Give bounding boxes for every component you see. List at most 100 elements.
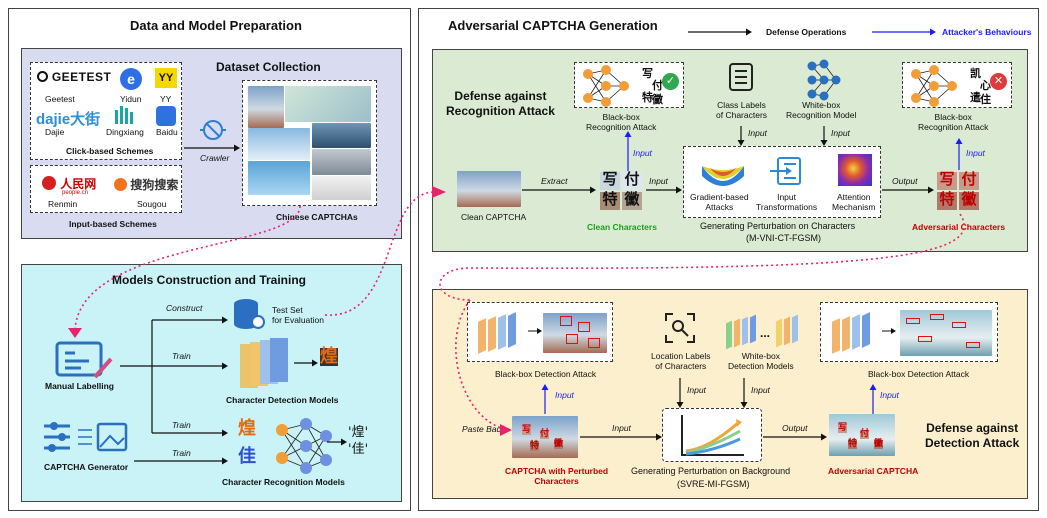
background-perturbation-box — [662, 408, 762, 462]
pink-arrowhead — [68, 328, 82, 338]
models-flow-lines — [120, 316, 228, 465]
geetest-logo: GEETEST — [37, 70, 111, 84]
check-icon: ✓ — [662, 73, 679, 90]
adversarial-captcha-char: 黴 — [874, 439, 884, 449]
left-panel-title: Data and Model Preparation — [130, 18, 302, 33]
false-detection-box — [918, 336, 932, 342]
whitebox-det-to-generator-arrow — [740, 378, 748, 408]
extract-label: Extract — [541, 176, 568, 186]
misdetected-captcha-image — [900, 310, 992, 356]
right-panel-title: Adversarial CAPTCHA Generation — [448, 18, 658, 33]
recognition-output-text: '煌' '佳' — [348, 425, 369, 457]
background-perturbation-label: Generating Perturbation on Background — [631, 466, 791, 476]
crawler-icon — [200, 120, 226, 140]
character-perturbation-label: Generating Perturbation on Characters — [700, 221, 856, 231]
detection-box — [560, 316, 572, 326]
provider-baidu: Baidu — [156, 127, 178, 137]
manual-labelling-icon — [55, 341, 113, 379]
detection-box — [578, 322, 590, 332]
clean-characters-label: Clean Characters — [587, 222, 657, 232]
detection-defense-title: Defense against Detection Attack — [925, 421, 1020, 450]
provider-renmin: Renmin — [48, 199, 78, 209]
class-labels-label: Class Labels of Characters — [716, 100, 768, 121]
detection-model-stack — [240, 338, 310, 388]
models-panel — [21, 264, 402, 502]
location-scan-icon — [665, 313, 695, 343]
recognized-char: 特 — [642, 91, 653, 104]
detector-arrow — [882, 328, 896, 334]
false-detection-box — [952, 322, 966, 328]
recognition-input-char-1: 煌 — [238, 418, 256, 439]
input-label-detection-right: Input — [880, 390, 899, 400]
renmin-logo: 人民网 — [42, 175, 96, 192]
input-transformations-label: Input Transformations — [756, 192, 818, 213]
provider-sougou: Sougou — [137, 199, 167, 209]
train-label-detection: Train — [172, 351, 191, 361]
false-detection-box — [930, 314, 944, 320]
input-label-location: Input — [687, 385, 706, 395]
renmin-icon — [42, 176, 56, 190]
gradient-attacks-label: Gradient-based Attacks — [690, 192, 749, 213]
detected-captcha-image — [543, 313, 607, 353]
whitebox-network-icon — [807, 59, 841, 101]
perturbed-char: 特 — [530, 441, 540, 451]
recognized-char: 黴 — [652, 93, 663, 106]
attention-map-icon — [838, 154, 872, 186]
captcha-thumb — [312, 176, 371, 200]
legend-attacker-label: Attacker's Behaviours — [942, 27, 1032, 37]
location-to-generator-arrow — [676, 378, 684, 408]
dataset-collection-title: Dataset Collection — [216, 60, 321, 74]
adversarial-characters-label: Adversarial Characters — [912, 222, 1006, 232]
growth-chart-icon — [681, 415, 744, 456]
input-schemes-label: Input-based Schemes — [69, 219, 157, 229]
legend-defense-arrow — [688, 28, 752, 36]
attention-mechanism-label: Attention Mechanism — [832, 192, 876, 213]
sougou-logo: 搜狗搜索 — [114, 176, 178, 193]
dajie-logo: dajie大街 — [36, 111, 101, 128]
recognition-defense-title: Defense against Recognition Attack — [446, 89, 555, 118]
misrecognized-char: 凯 — [970, 67, 981, 80]
test-set-label: Test Set for Evaluation — [272, 305, 324, 326]
adversarial-characters-grid: 写 付 特 黴 — [937, 172, 981, 212]
perturbed-char: 黴 — [554, 439, 564, 449]
recognition-network-icon — [276, 418, 332, 474]
network-icon — [911, 65, 957, 107]
dingxiang-logo-icon — [115, 106, 133, 124]
yy-logo-icon: YY — [155, 68, 177, 88]
recognized-char: 付 — [652, 79, 663, 92]
detection-box — [566, 334, 578, 344]
recognition-models-label: Character Recognition Models — [222, 477, 345, 487]
input-schemes-box — [30, 165, 182, 213]
perturbed-char: 写 — [522, 425, 532, 435]
detector-arrow — [528, 328, 542, 334]
yidun-logo-icon: e — [120, 68, 142, 90]
input-label-whitebox-det: Input — [751, 385, 770, 395]
database-icon — [234, 299, 265, 329]
blackbox-detection-label-left: Black-box Detection Attack — [495, 369, 597, 379]
perturbed-to-generator-arrow — [580, 433, 662, 441]
adversarial-to-blackbox-arrow — [955, 138, 963, 170]
recognition-output-arrow — [327, 438, 347, 446]
input-label-detection-left: Input — [555, 390, 574, 400]
gradient-surface-icon — [702, 166, 744, 186]
background-perturbation-method: (SVRE-MI-FGSM) — [677, 479, 750, 489]
blackbox-detection-label-right: Black-box Detection Attack — [868, 369, 970, 379]
captcha-thumb — [312, 123, 371, 148]
renmin-sub-logo: people.cn — [62, 190, 89, 196]
pink-arrowhead — [432, 186, 446, 198]
clean-to-blackbox-arrow — [624, 131, 632, 171]
clean-to-generator-arrow — [646, 186, 682, 194]
crawler-arrow — [184, 144, 240, 152]
adversarial-captcha-char: 写 — [838, 423, 848, 433]
blackbox-recognition-label-right: Black-box Recognition Attack — [918, 112, 989, 133]
whitebox-to-generator-arrow — [820, 126, 828, 146]
classlabels-to-generator-arrow — [737, 126, 745, 146]
input-transform-icon — [770, 157, 801, 185]
generator-to-adversarial-arrow — [882, 186, 934, 194]
manual-labelling-label: Manual Labelling — [45, 381, 114, 391]
captcha-thumb — [248, 128, 310, 160]
provider-dingxiang: Dingxiang — [106, 127, 144, 137]
paste-back-label: Paste Back — [462, 424, 505, 434]
captcha-thumb — [248, 86, 284, 128]
adversarial-captcha-char: 付 — [860, 429, 870, 439]
